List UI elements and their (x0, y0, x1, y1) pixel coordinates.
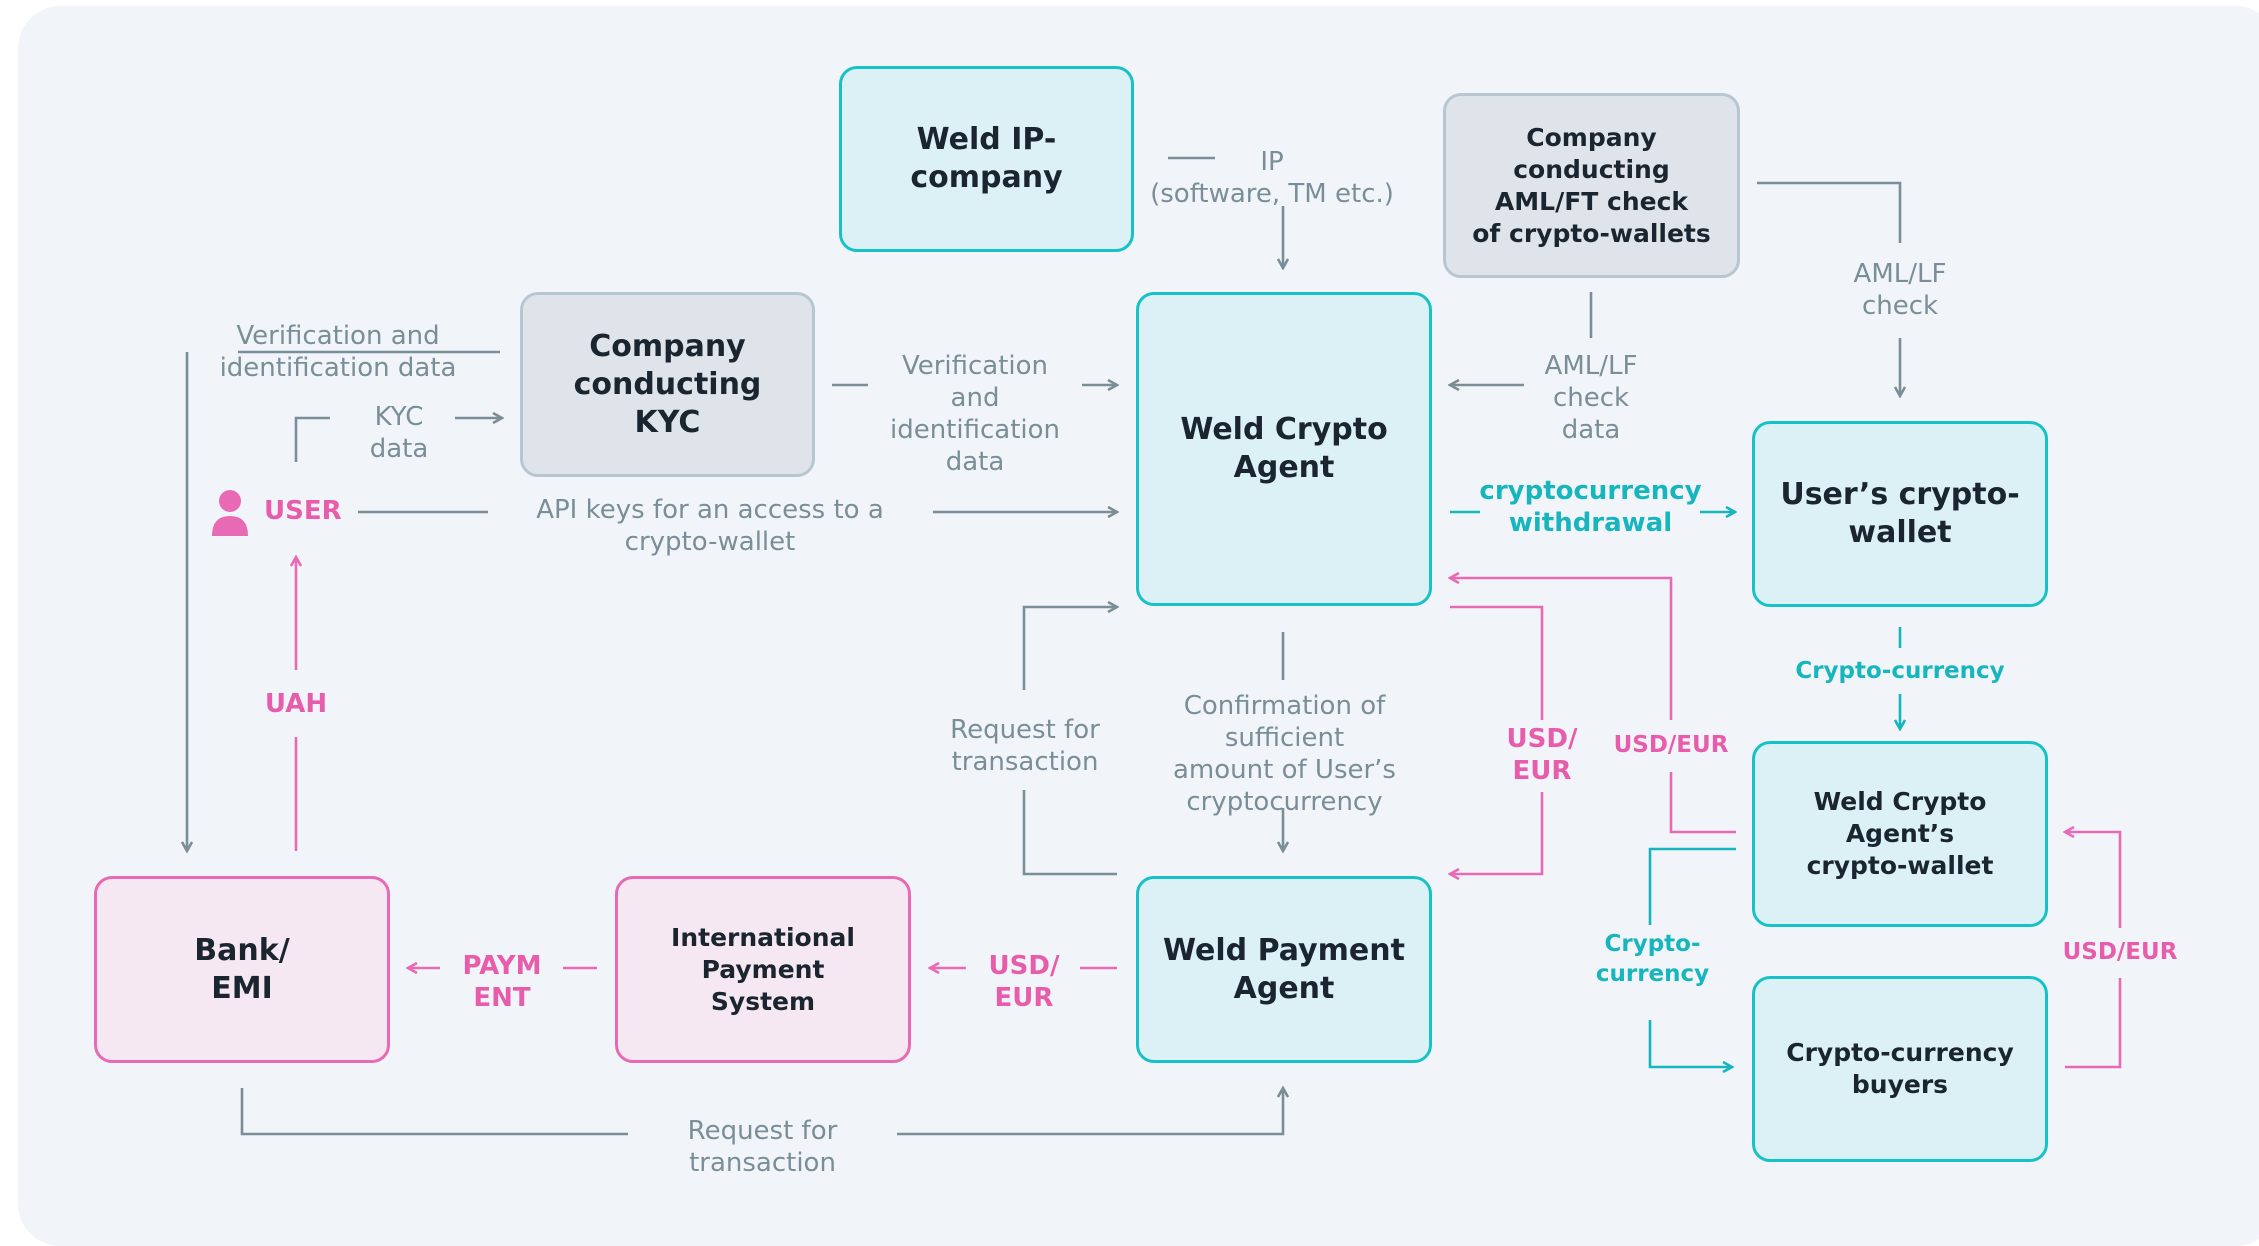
label-payment: PAYM ENT (462, 951, 542, 1013)
node-bank-emi-label: Bank/ EMI (194, 932, 290, 1006)
node-crypto-buyers-label: Crypto-currency buyers (1786, 1038, 2014, 1099)
node-weld-crypto-agent: Weld Crypto Agent (1136, 292, 1432, 606)
node-crypto-buyers: Crypto-currency buyers (1752, 976, 2048, 1162)
usd-eur-right-arrow (2065, 832, 2122, 928)
label-aml-lf-check: AML/LF check (1853, 259, 1947, 321)
label-request-for-transaction-bottom: Request for transaction (687, 1116, 838, 1178)
label-crypto-currency: Crypto-currency (1795, 658, 2005, 684)
usd-eur-wallet-connector (1669, 772, 1736, 834)
usd-eur-right-connector (2065, 978, 2122, 1069)
request-bottom-arrow (897, 1088, 1283, 1136)
label-api-keys: API keys for an access to a crypto-walle… (536, 495, 884, 557)
label-ip: IP (software, TM etc.) (1150, 147, 1394, 209)
node-weld-ip-company-label: Weld IP- company (910, 122, 1063, 195)
crypto-small-arrow (1648, 1020, 1732, 1067)
label-cryptocurrency-withdrawal: cryptocurrency withdrawal (1479, 476, 1702, 538)
usd-eur-mid-connector (1450, 605, 1544, 720)
user-icon (212, 490, 248, 536)
node-international-payment-system: International Payment System (615, 876, 911, 1063)
label-verification-identification-left: Verification and identification data (219, 321, 457, 383)
node-aml-company-label: Company conducting AML/FT check of crypt… (1472, 122, 1711, 248)
aml-check-connector (1757, 181, 1902, 243)
node-user-crypto-wallet: User’s crypto- wallet (1752, 421, 2048, 607)
user-actor: USER (210, 488, 350, 538)
usd-eur-mid-arrow (1450, 792, 1544, 874)
label-request-for-transaction-mid: Request for transaction (950, 715, 1100, 777)
label-verification-identification-mid: Verification and identification data (889, 351, 1061, 477)
label-crypto-currency-small: Crypto- currency (1595, 931, 1710, 987)
label-aml-lf-check-data: AML/LF check data (1544, 351, 1638, 445)
node-bank-emi: Bank/ EMI (94, 876, 390, 1063)
node-user-crypto-wallet-label: User’s crypto- wallet (1780, 477, 2020, 550)
node-weld-payment-agent: Weld Payment Agent (1136, 876, 1432, 1063)
label-usd-eur-bottom: USD/ EUR (988, 951, 1060, 1013)
label-uah: UAH (264, 689, 328, 719)
node-weld-crypto-agent-label: Weld Crypto Agent (1180, 412, 1388, 485)
request-mid-connector (1022, 790, 1117, 876)
request-mid-arrow (1022, 607, 1117, 690)
crypto-small-connector (1648, 847, 1736, 925)
node-kyc-company: Company conducting KYC (520, 292, 815, 477)
node-weld-payment-agent-label: Weld Payment Agent (1163, 932, 1405, 1006)
node-agent-crypto-wallet-label: Weld Crypto Agent’s crypto-wallet (1806, 787, 1994, 880)
request-bottom-connector (240, 1088, 628, 1136)
user-label: USER (264, 496, 342, 526)
label-confirmation: Confirmation of sufficient amount of Use… (1173, 691, 1396, 817)
node-weld-ip-company: Weld IP- company (839, 66, 1134, 252)
label-usd-eur-mid: USD/ EUR (1506, 724, 1578, 786)
node-kyc-company-label: Company conducting KYC (573, 328, 762, 440)
usd-eur-wallet-arrow (1450, 578, 1673, 720)
node-international-payment-system-label: International Payment System (671, 922, 855, 1016)
node-aml-company: Company conducting AML/FT check of crypt… (1443, 93, 1740, 278)
label-kyc-data: KYC data (369, 402, 429, 464)
kyc-data-connector (294, 416, 330, 462)
node-agent-crypto-wallet: Weld Crypto Agent’s crypto-wallet (1752, 741, 2048, 927)
label-usd-eur-wallet: USD/EUR (1613, 732, 1729, 758)
label-usd-eur-right: USD/EUR (2062, 939, 2178, 965)
